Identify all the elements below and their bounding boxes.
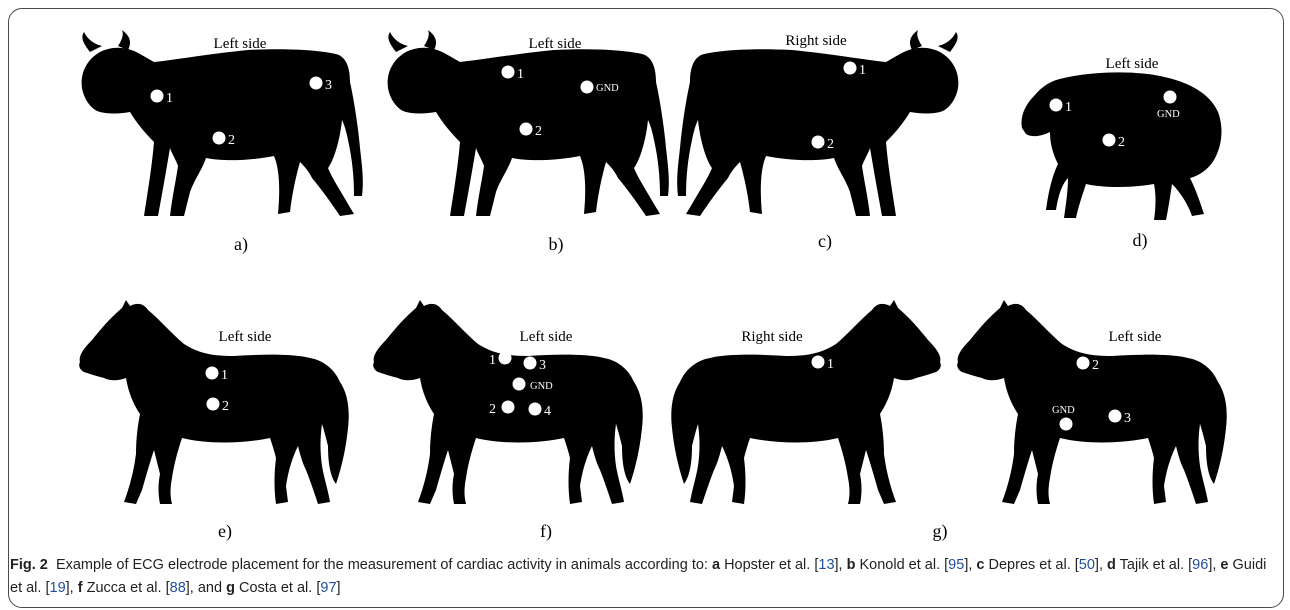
caption-text-segment: Tajik et al. [: [1116, 557, 1192, 573]
panel-letter-f: f): [540, 521, 552, 542]
electrode-label: 1: [489, 353, 496, 368]
electrode-dot: [151, 90, 164, 103]
electrode-dot: [513, 378, 526, 391]
electrode-dot: [812, 356, 825, 369]
caption-panel-letter: g: [226, 580, 235, 596]
electrode-label: 3: [1124, 411, 1131, 426]
electrode-label: GND: [530, 381, 553, 392]
electrode-label: 1: [517, 67, 524, 82]
electrode-label: 2: [827, 137, 834, 152]
caption-text-segment: Zucca et al. [: [83, 580, 170, 596]
reference-link[interactable]: 96: [1192, 557, 1208, 573]
reference-link[interactable]: 50: [1079, 557, 1095, 573]
horse-silhouette-g2: [957, 300, 1227, 504]
cow-silhouette-c: [677, 30, 958, 216]
caption-text-segment: ],: [1095, 557, 1107, 573]
reference-link[interactable]: 88: [170, 580, 186, 596]
panel-letter-e: e): [218, 521, 232, 542]
electrode-dot: [1050, 99, 1063, 112]
electrode-dot: [1077, 357, 1090, 370]
electrode-dot: [1060, 418, 1073, 431]
electrode-label: 2: [228, 133, 235, 148]
caption-text-segment: ],: [1208, 557, 1220, 573]
figure-illustration: Left side Left side Right side Left side…: [0, 0, 1290, 560]
side-label-g2: Left side: [1109, 329, 1162, 345]
electrode-label: GND: [1157, 109, 1180, 120]
caption-text-segment: ],: [835, 557, 847, 573]
electrode-dot: [206, 367, 219, 380]
panel-letter-c: c): [818, 231, 832, 252]
electrode-label: 1: [166, 91, 173, 106]
electrode-dot: [207, 398, 220, 411]
caption-text-segment: ]: [337, 580, 341, 596]
reference-link[interactable]: 13: [818, 557, 834, 573]
electrode-dot: [524, 357, 537, 370]
electrode-label: 4: [544, 404, 551, 419]
electrode-label: 1: [221, 368, 228, 383]
electrode-label: 1: [859, 63, 866, 78]
electrode-label: 2: [489, 402, 496, 417]
reference-link[interactable]: 95: [948, 557, 964, 573]
electrode-label: 2: [1092, 358, 1099, 373]
electrode-dot: [581, 81, 594, 94]
side-label-g1: Right side: [741, 329, 803, 345]
electrode-label: 2: [222, 399, 229, 414]
side-label-a: Left side: [214, 36, 267, 52]
electrode-dot: [502, 66, 515, 79]
cow-silhouette-a: [82, 30, 363, 216]
caption-text: Example of ECG electrode placement for t…: [10, 557, 1266, 596]
figure-label: Fig. 2: [10, 557, 48, 573]
caption-text-segment: ], and: [186, 580, 226, 596]
side-label-c: Right side: [785, 33, 847, 49]
panel-letter-a: a): [234, 234, 248, 255]
caption-text-segment: ],: [964, 557, 976, 573]
reference-link[interactable]: 19: [50, 580, 66, 596]
caption-text-segment: Costa et al. [: [235, 580, 320, 596]
electrode-dot: [529, 403, 542, 416]
caption-panel-letter: d: [1107, 557, 1116, 573]
caption-text-segment: Depres et al. [: [984, 557, 1078, 573]
electrode-dot: [1109, 410, 1122, 423]
caption-text-segment: Example of ECG electrode placement for t…: [56, 557, 712, 573]
electrode-dot: [1103, 134, 1116, 147]
caption-panel-letter: a: [712, 557, 720, 573]
electrode-dot: [310, 77, 323, 90]
electrode-label: GND: [1052, 405, 1075, 416]
electrode-dot: [1164, 91, 1177, 104]
caption-text-segment: Konold et al. [: [855, 557, 948, 573]
side-label-f: Left side: [520, 329, 573, 345]
panel-letter-d: d): [1133, 230, 1148, 251]
panel-letter-b: b): [549, 234, 564, 255]
electrode-dot: [520, 123, 533, 136]
side-label-d: Left side: [1106, 56, 1159, 72]
electrode-dot: [499, 352, 512, 365]
side-label-e: Left side: [219, 329, 272, 345]
side-label-b: Left side: [529, 36, 582, 52]
reference-link[interactable]: 97: [320, 580, 336, 596]
electrode-label: GND: [596, 83, 619, 94]
electrode-dot: [812, 136, 825, 149]
electrode-label: 2: [535, 124, 542, 139]
electrode-label: 3: [325, 78, 332, 93]
electrode-dot: [502, 401, 515, 414]
horse-silhouette-g1: [671, 300, 941, 504]
electrode-label: 1: [1065, 100, 1072, 115]
caption-text-segment: ],: [66, 580, 78, 596]
electrode-label: 1: [827, 357, 834, 372]
electrode-label: 3: [539, 358, 546, 373]
electrode-dot: [844, 62, 857, 75]
electrode-dot: [213, 132, 226, 145]
caption-text-segment: Hopster et al. [: [720, 557, 818, 573]
electrode-label: 2: [1118, 135, 1125, 150]
figure-caption: Fig. 2 Example of ECG electrode placemen…: [10, 554, 1275, 600]
panel-letter-g: g): [933, 521, 948, 542]
